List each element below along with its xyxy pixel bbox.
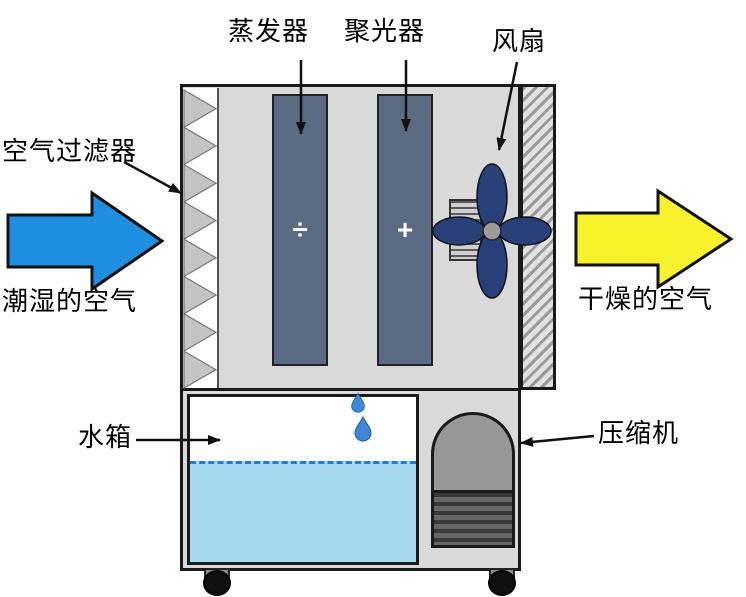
condenser-symbol: + — [396, 214, 414, 245]
body-divider — [180, 388, 521, 391]
condenser-panel: + — [377, 94, 433, 366]
compressor-dome — [431, 412, 515, 490]
humid-air-arrow — [6, 190, 165, 292]
water-level — [190, 461, 416, 562]
compressor-label: 压缩机 — [598, 418, 680, 448]
water-tank-label: 水箱 — [78, 422, 133, 452]
compressor-pointer — [520, 434, 595, 447]
evaporator-symbol: ÷ — [292, 214, 308, 245]
fan-grille — [449, 199, 482, 261]
compressor-base — [431, 490, 515, 548]
right-caster-wheel — [488, 570, 516, 596]
evaporator-panel: ÷ — [272, 94, 328, 366]
evaporator-label: 蒸发器 — [228, 16, 310, 46]
dry-air-label: 干燥的空气 — [578, 284, 714, 314]
air-filter-pointer — [123, 160, 182, 195]
fan-label: 风扇 — [492, 26, 547, 56]
air-filter-label: 空气过滤器 — [2, 136, 138, 166]
air-outlet-vent — [521, 84, 556, 390]
dry-air-arrow — [574, 188, 734, 290]
left-caster-wheel — [203, 570, 231, 596]
condenser-label: 聚光器 — [344, 16, 426, 46]
air-filter-strip — [183, 88, 219, 390]
humid-air-label: 潮湿的空气 — [2, 286, 138, 316]
water-tank — [187, 394, 419, 565]
